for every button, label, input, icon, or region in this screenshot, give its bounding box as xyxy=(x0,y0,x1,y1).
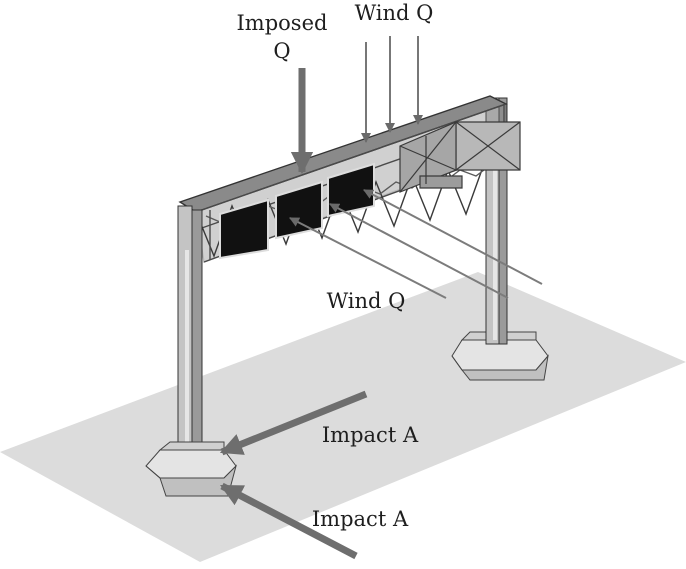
impact-lower-label: Impact A xyxy=(312,507,409,531)
left-post xyxy=(177,205,203,455)
imposed-label-line2: Q xyxy=(273,39,290,63)
wind-top-label: Wind Q xyxy=(355,1,434,25)
sign-panel-3 xyxy=(327,162,375,218)
impact-arrow-upper xyxy=(219,390,368,456)
wind-side-arrow-1 xyxy=(289,217,447,299)
imposed-label-line1: Imposed xyxy=(237,11,328,35)
impact-arrow-lower xyxy=(220,482,358,560)
wind-side-label: Wind Q xyxy=(327,289,406,313)
equipment-frame xyxy=(399,121,521,193)
sign-panel-2 xyxy=(275,180,323,240)
wind-side-arrow-3 xyxy=(363,189,543,285)
sign-panel-1 xyxy=(219,198,269,260)
left-foundation xyxy=(145,441,237,497)
impact-upper-label: Impact A xyxy=(322,423,419,447)
wind-side-arrow-2 xyxy=(329,203,509,299)
